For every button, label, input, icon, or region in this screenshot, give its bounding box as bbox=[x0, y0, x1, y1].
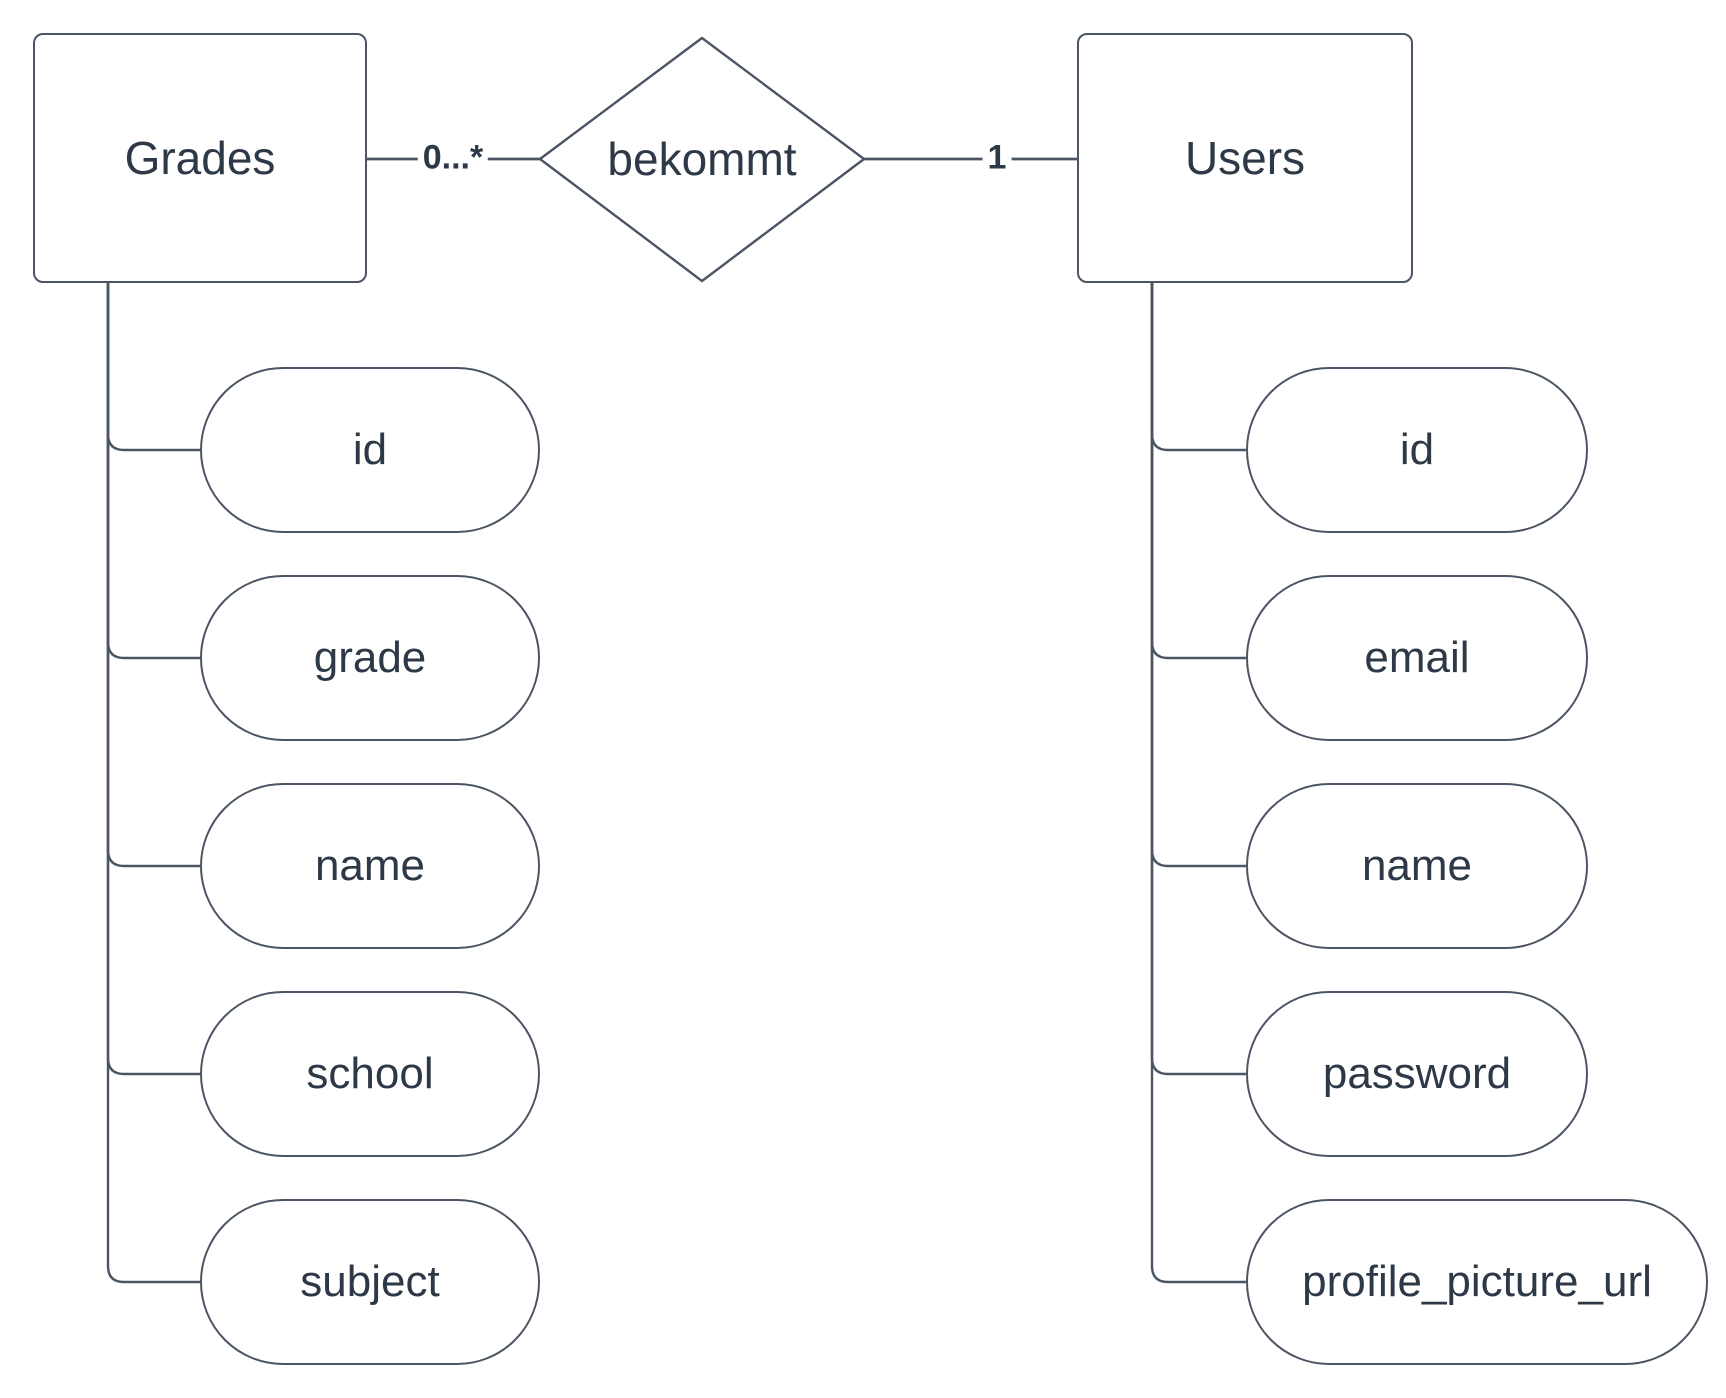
attribute-grades-grade: grade bbox=[200, 575, 540, 741]
attribute-label: name bbox=[1361, 841, 1473, 890]
users-branch-password bbox=[1150, 283, 1246, 1076]
attribute-label: email bbox=[1364, 633, 1470, 682]
grades-branch-school bbox=[106, 283, 200, 1076]
users-branch-id bbox=[1150, 283, 1246, 452]
attribute-users-name: name bbox=[1246, 783, 1588, 949]
attribute-label: password bbox=[1322, 1049, 1512, 1098]
attribute-label: subject bbox=[300, 1257, 440, 1306]
attribute-users-id: id bbox=[1246, 367, 1588, 533]
attribute-grades-name: name bbox=[200, 783, 540, 949]
attribute-users-email: email bbox=[1246, 575, 1588, 741]
users-branch-email bbox=[1150, 283, 1246, 660]
grades-branch-id bbox=[106, 283, 200, 452]
entity-users-label: Users bbox=[1184, 132, 1306, 184]
entity-users: Users bbox=[1077, 33, 1413, 283]
attribute-label: profile_picture_url bbox=[1302, 1257, 1652, 1306]
attribute-users-profile-picture-url: profile_picture_url bbox=[1246, 1199, 1708, 1365]
users-branch-profile-picture-url bbox=[1150, 283, 1246, 1284]
relationship-diamond bbox=[538, 36, 866, 283]
grades-branch-name bbox=[106, 283, 200, 868]
attribute-label: grade bbox=[313, 633, 427, 682]
attribute-label: name bbox=[314, 841, 426, 890]
attribute-grades-subject: subject bbox=[200, 1199, 540, 1365]
users-branch-name bbox=[1150, 283, 1246, 868]
attribute-grades-school: school bbox=[200, 991, 540, 1157]
grades-branch-grade bbox=[106, 283, 200, 660]
attribute-label: school bbox=[306, 1049, 434, 1098]
entity-grades: Grades bbox=[33, 33, 367, 283]
attribute-label: id bbox=[1399, 425, 1435, 474]
attribute-grades-id: id bbox=[200, 367, 540, 533]
grades-branch-subject bbox=[106, 283, 200, 1284]
cardinality-users-side: 1 bbox=[982, 138, 1012, 178]
attribute-label: id bbox=[352, 425, 388, 474]
entity-grades-label: Grades bbox=[124, 132, 276, 184]
relationship-label: bekommt bbox=[607, 133, 797, 185]
cardinality-grades-side: 0...* bbox=[417, 138, 489, 178]
attribute-users-password: password bbox=[1246, 991, 1588, 1157]
